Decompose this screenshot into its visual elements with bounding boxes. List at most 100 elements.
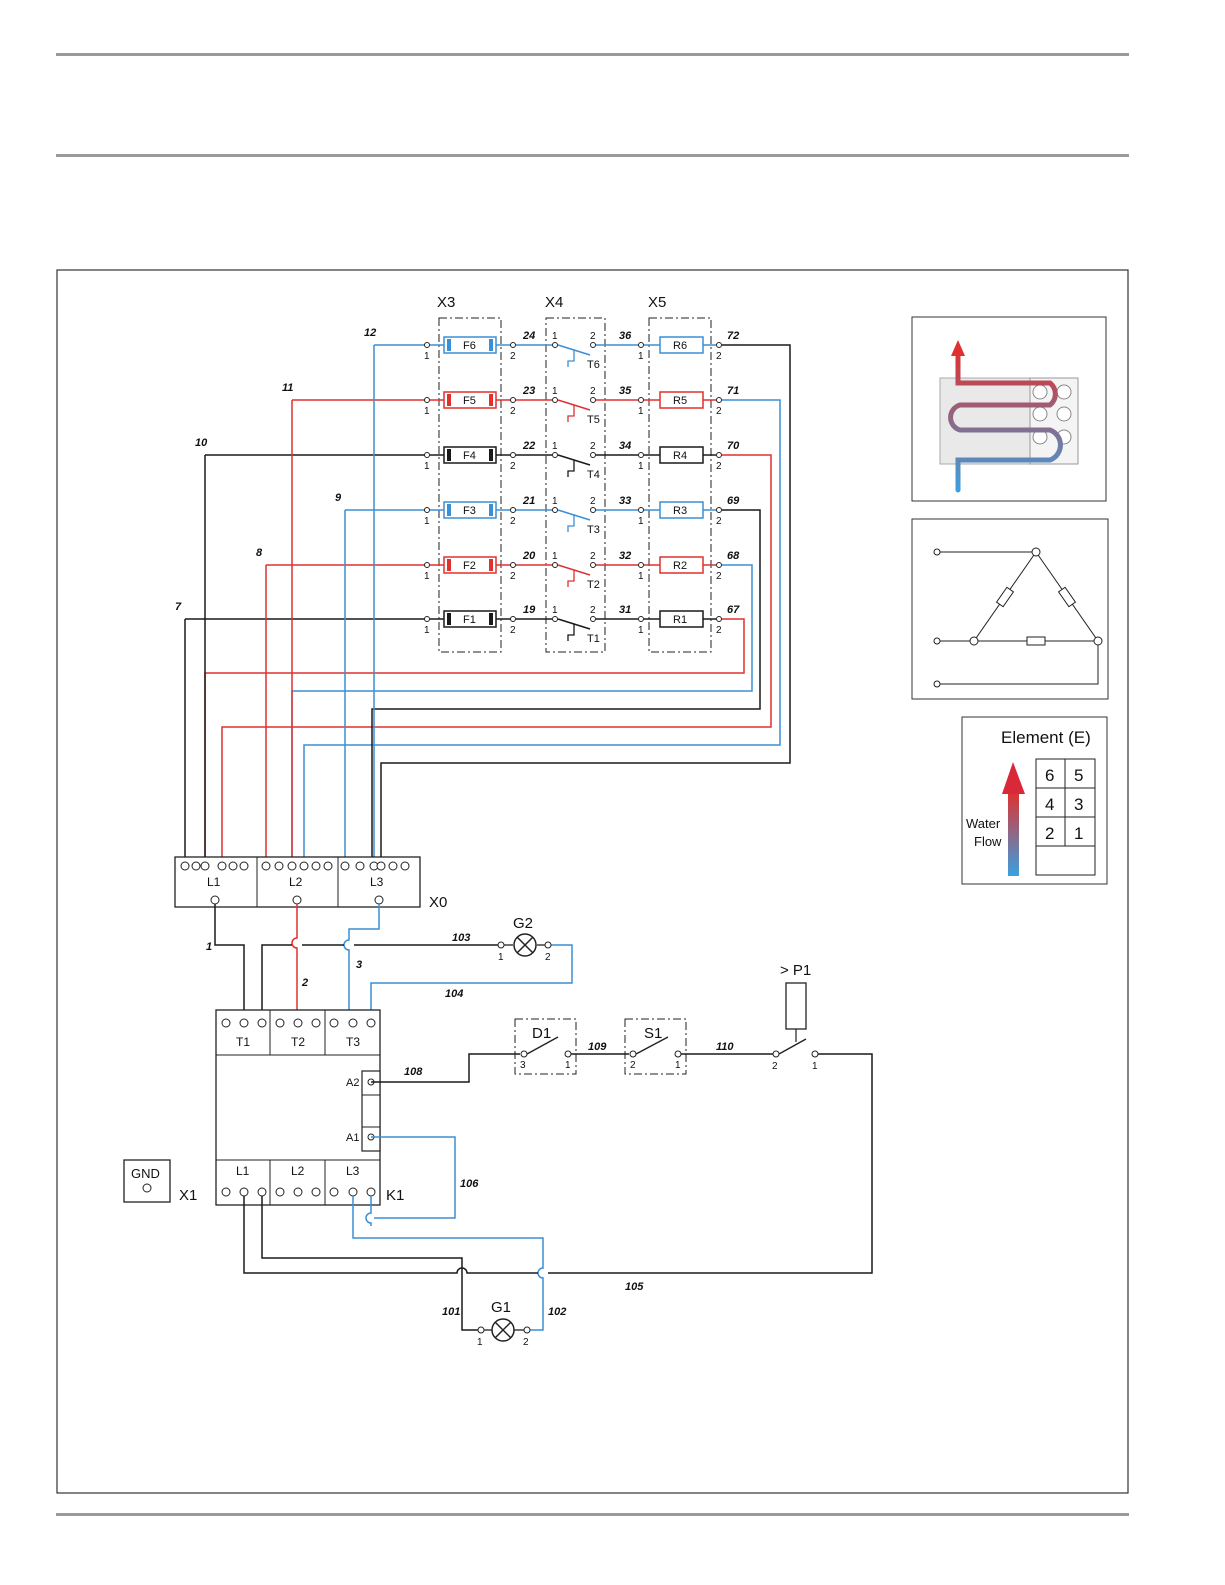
delta-connection-schematic	[911, 518, 1109, 700]
wire-label: 35	[619, 385, 632, 397]
x3-out-terminal	[510, 452, 516, 458]
fuse-label: F6	[463, 340, 476, 352]
return-67	[204, 618, 745, 857]
k1-screw-top	[239, 1018, 249, 1028]
x4-in-terminal	[552, 507, 558, 513]
x0-screw	[355, 861, 365, 871]
legend-cell-6: 6	[1045, 766, 1054, 785]
x0-screw	[228, 861, 238, 871]
thermostat-label: T2	[587, 579, 600, 591]
k1-screw-bottom	[275, 1187, 285, 1197]
wire-label: 23	[522, 385, 535, 397]
d1-pin-1: 1	[565, 1060, 571, 1071]
legend-cell-3: 3	[1074, 795, 1083, 814]
x3-in-terminal	[424, 342, 430, 348]
k1-label: K1	[386, 1187, 404, 1204]
x3-in-terminal	[424, 562, 430, 568]
k1-screw-bottom	[311, 1187, 321, 1197]
gnd-terminal	[123, 1159, 171, 1203]
k1-screw-top	[221, 1018, 231, 1028]
g1-pin-1: 1	[477, 1337, 483, 1348]
x3-out-terminal	[510, 507, 516, 513]
x0-l3: L3	[370, 875, 384, 889]
thermostat-actuator	[567, 350, 575, 367]
x0-terminal-block: L1 L2 L3	[174, 856, 421, 908]
k1-t3: T3	[346, 1035, 360, 1049]
wire-label: 21	[522, 495, 535, 507]
wire-label-102: 102	[548, 1306, 566, 1318]
return-69	[371, 509, 761, 857]
g2-label: G2	[513, 915, 533, 932]
pin-label: 1	[424, 625, 430, 636]
wire-label-3: 3	[356, 959, 362, 971]
g1-label: G1	[491, 1299, 511, 1316]
k1-t1: T1	[236, 1035, 250, 1049]
pin-label: 1	[424, 516, 430, 527]
wire-label: 20	[522, 550, 536, 562]
x0-l1: L1	[207, 875, 221, 889]
x0-screw	[388, 861, 398, 871]
legend-cell-2: 2	[1045, 824, 1054, 843]
wire-1	[214, 904, 245, 1018]
wire-2	[291, 904, 298, 1018]
resistor-label: R4	[673, 450, 687, 462]
pin-label: 1	[638, 461, 644, 472]
wire-label-109: 109	[588, 1041, 607, 1053]
wire-103	[261, 944, 292, 1018]
return-70	[221, 454, 772, 857]
x4-out-terminal	[590, 562, 596, 568]
wire-label: 70	[727, 440, 740, 452]
thermostat-label: T1	[587, 633, 600, 645]
return-71	[303, 399, 781, 857]
x0-screw	[239, 861, 249, 871]
resistor-label: R6	[673, 340, 687, 352]
top-rule	[56, 53, 1129, 56]
x0-screw	[299, 861, 309, 871]
k1-l1: L1	[236, 1164, 250, 1178]
x5-out-terminal	[716, 397, 722, 403]
x5-box	[648, 317, 712, 653]
g1-lamp	[477, 1318, 531, 1342]
x4-label: X4	[545, 294, 563, 311]
x0-screw	[323, 861, 333, 871]
x0-screw	[180, 861, 190, 871]
s1-pin-1: 1	[675, 1060, 681, 1071]
wire-label: 32	[619, 550, 631, 562]
k1-screw-bottom	[221, 1187, 231, 1197]
x3-out-terminal	[510, 616, 516, 622]
wire-label: 31	[619, 604, 631, 616]
wire-label-2: 2	[301, 977, 308, 989]
legend-cell-4: 4	[1045, 795, 1054, 814]
wire-label-110: 110	[716, 1041, 734, 1053]
second-rule	[56, 154, 1129, 157]
k1-screw-bottom	[293, 1187, 303, 1197]
legend-flow: Flow	[974, 834, 1002, 849]
x3-in-terminal	[424, 616, 430, 622]
k1-l3: L3	[346, 1164, 360, 1178]
pin-label: 2	[716, 571, 722, 582]
legend-water: Water	[966, 816, 1001, 831]
x4-in-terminal	[552, 452, 558, 458]
x0-screw	[200, 861, 210, 871]
d1-box	[514, 1018, 577, 1075]
diagram-frame	[56, 269, 1129, 1494]
wire-label: 72	[727, 330, 739, 342]
pin-label: 1	[552, 331, 558, 342]
bottom-rule	[56, 1513, 1129, 1516]
x3-in-terminal	[424, 452, 430, 458]
pin-label: 2	[716, 516, 722, 527]
fuse-label: F5	[463, 395, 476, 407]
pin-label: 1	[638, 351, 644, 362]
wire-104	[370, 944, 573, 1018]
x4-out-terminal	[590, 452, 596, 458]
thermostat-label: T6	[587, 359, 600, 371]
x4-out-terminal	[590, 397, 596, 403]
legend-cell-5: 5	[1074, 766, 1083, 785]
g1-pin-2: 2	[523, 1337, 529, 1348]
pin-label: 1	[552, 496, 558, 507]
x4-in-terminal	[552, 342, 558, 348]
fuse-cap	[489, 504, 493, 516]
